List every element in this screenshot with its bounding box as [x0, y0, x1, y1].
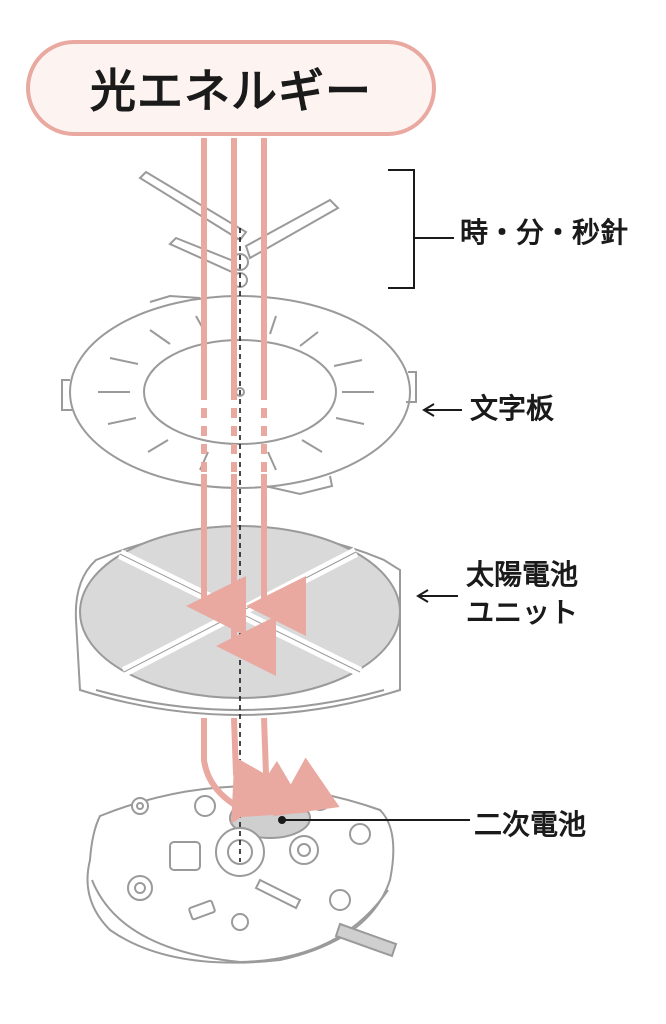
hour-hand [244, 198, 340, 260]
label-hands: 時・分・秒針 [460, 214, 628, 252]
label-battery: 二次電池 [474, 806, 586, 844]
minute-hand [138, 170, 248, 242]
label-solar-line1: 太陽電池 [466, 558, 579, 591]
watch-hands [138, 170, 340, 288]
dial-plate [61, 294, 417, 496]
label-dial: 文字板 [470, 390, 554, 428]
title-text: 光エネルギー [90, 64, 372, 118]
callout-lines [278, 169, 470, 824]
label-solar-line2: ユニット [466, 595, 579, 629]
label-solar-cell: 太陽電池 ユニット [466, 556, 578, 632]
label-battery-text: 二次電池 [474, 808, 587, 841]
title-banner: 光エネルギー [26, 40, 436, 136]
label-hands-text: 時・分・秒針 [460, 216, 629, 249]
watch-movement [86, 785, 398, 964]
hands-bracket [388, 169, 415, 289]
solar-cell-unit [74, 525, 401, 716]
light-arrows [186, 138, 340, 824]
label-dial-text: 文字板 [470, 392, 555, 425]
